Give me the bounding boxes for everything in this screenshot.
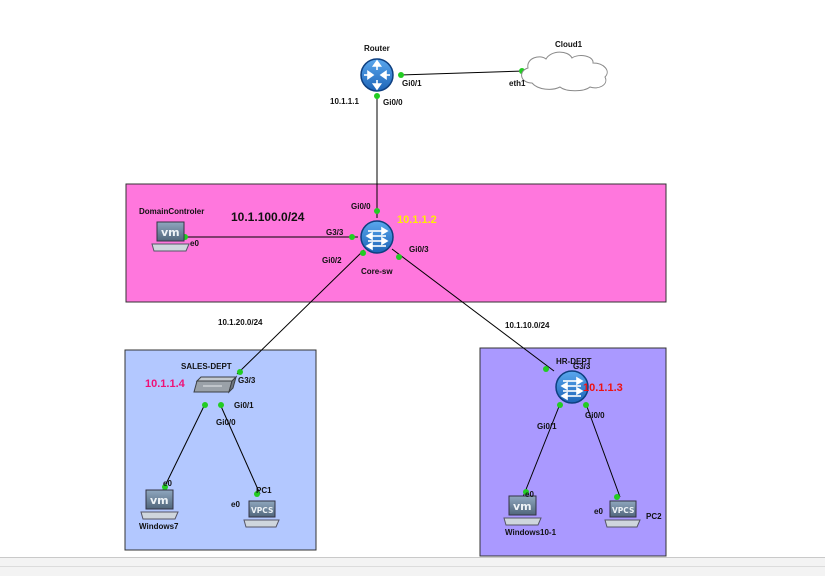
switch-arrows-icon: [560, 376, 584, 401]
sales-sw-node[interactable]: SALES-DEPT 10.1.1.4 G3/3 Gi0/1 Gi0/0: [145, 362, 256, 427]
windows10-node[interactable]: vm Windows10-1 e0: [503, 490, 557, 537]
core-sw-ip: 10.1.1.2: [397, 214, 437, 226]
port-dot: [557, 402, 563, 408]
core-port-gi00: Gi0/0: [351, 202, 371, 211]
vpcs-screen-icon: [609, 500, 637, 518]
sales-link-subnet: 10.1.20.0/24: [218, 318, 263, 327]
sales-port-g33: G3/3: [238, 376, 256, 385]
vm-screen-icon: [508, 495, 537, 516]
vpcs-logo-text: VPCS: [612, 506, 634, 515]
link-core-sales[interactable]: [236, 249, 365, 375]
sales-sw-ip: 10.1.1.4: [145, 378, 186, 390]
vpcs-logo-text: VPCS: [251, 506, 273, 515]
port-dot: [374, 208, 380, 214]
domain-controller-name: DomainControler: [139, 207, 204, 216]
port-dot: [254, 491, 260, 497]
laptop-base-icon: [604, 519, 641, 528]
links: [162, 70, 621, 498]
sales-port-gi00: Gi0/0: [216, 418, 236, 427]
hr-port-gi00: Gi0/0: [585, 411, 605, 420]
hr-sw-node[interactable]: HR-DEPT G3/3 10.1.1.3 Gi0/1 Gi0/0: [537, 357, 623, 431]
hr-link-subnet: 10.1.10.0/24: [505, 321, 550, 330]
windows7-node[interactable]: vm Windows7 e0: [139, 479, 179, 531]
link-hr-pc2[interactable]: [585, 403, 621, 498]
pc1-node[interactable]: VPCS PC1 e0: [231, 486, 280, 528]
port-dot: [360, 250, 366, 256]
router-ip: 10.1.1.1: [330, 97, 359, 106]
windows10-name: Windows10-1: [505, 528, 557, 537]
port-dot: [218, 402, 224, 408]
port-dot: [374, 93, 380, 99]
port-dot: [162, 484, 168, 490]
cloud-node[interactable]: Cloud1 eth1: [509, 40, 608, 92]
switch-top-face: [195, 376, 238, 382]
router-port-gi01: Gi0/1: [402, 79, 422, 88]
port-dot: [396, 254, 402, 260]
vm-screen-icon: [156, 221, 185, 242]
port-dot: [202, 402, 208, 408]
port-dot: [523, 489, 529, 495]
laptop-base-icon: [243, 519, 280, 528]
port-dot: [349, 234, 355, 240]
link-hr-win10[interactable]: [522, 403, 561, 498]
switch-arrows-icon: [365, 226, 389, 251]
sales-port-gi01: Gi0/1: [234, 401, 254, 410]
domain-controller-node[interactable]: vm DomainControler e0: [139, 207, 204, 252]
vm-logo-text: vm: [161, 226, 180, 239]
pc2-port: e0: [594, 507, 603, 516]
windows7-name: Windows7: [139, 522, 179, 531]
vm-logo-text: vm: [513, 500, 532, 513]
port-dot: [543, 366, 549, 372]
pc1-name: PC1: [256, 486, 272, 495]
domain-controller-port: e0: [190, 239, 199, 248]
core-sw-name: Core-sw: [361, 267, 393, 276]
bottom-status-strip: [0, 557, 825, 576]
hr-port-gi01: Gi0/1: [537, 422, 557, 431]
link-router-cloud[interactable]: [399, 70, 525, 76]
core-port-gi03: Gi0/3: [409, 245, 429, 254]
port-dot: [398, 72, 404, 78]
pc2-name: PC2: [646, 512, 662, 521]
port-dot: [583, 402, 589, 408]
cloud-icon: [521, 51, 608, 92]
port-dots: [162, 68, 620, 500]
laptop-base-icon: [151, 243, 190, 252]
core-subnet-label: 10.1.100.0/24: [231, 210, 305, 224]
sales-sw-name: SALES-DEPT: [181, 362, 232, 371]
link-sales-pc1[interactable]: [219, 403, 261, 495]
windows7-port: e0: [163, 479, 172, 488]
link-core-hr[interactable]: [391, 248, 555, 372]
router-icon: [360, 58, 394, 92]
laptop-base-icon: [503, 517, 542, 526]
port-dot: [237, 369, 243, 375]
vm-logo-text: vm: [150, 494, 169, 507]
vpcs-screen-icon: [248, 500, 276, 518]
hr-sw-ip: 10.1.1.3: [583, 382, 623, 394]
pc1-port: e0: [231, 500, 240, 509]
core-port-g33: G3/3: [326, 228, 344, 237]
link-sales-win7[interactable]: [162, 403, 206, 491]
windows10-port: e0: [525, 490, 534, 499]
pc2-node[interactable]: VPCS PC2 e0: [594, 500, 662, 528]
hr-port-g33: G3/3: [573, 362, 591, 371]
router-arrows-icon: [364, 59, 390, 91]
cloud-name: Cloud1: [555, 40, 583, 49]
router-port-gi00: Gi0/0: [383, 98, 403, 107]
switch-side-face: [228, 375, 237, 394]
core-sw-node[interactable]: Core-sw 10.1.1.2 Gi0/0 G3/3 Gi0/2 Gi0/3: [322, 202, 437, 276]
core-switch-icon: [360, 220, 394, 254]
hr-sw-name: HR-DEPT: [556, 357, 592, 366]
port-dot: [614, 494, 620, 500]
core-zone: [125, 183, 667, 303]
router-name: Router: [364, 44, 390, 53]
router-node[interactable]: Router 10.1.1.1 Gi0/1 Gi0/0: [330, 44, 422, 107]
cloud-port-label: eth1: [509, 79, 526, 88]
vm-screen-icon: [145, 489, 174, 510]
core-port-gi02: Gi0/2: [322, 256, 342, 265]
laptop-base-icon: [140, 511, 179, 520]
